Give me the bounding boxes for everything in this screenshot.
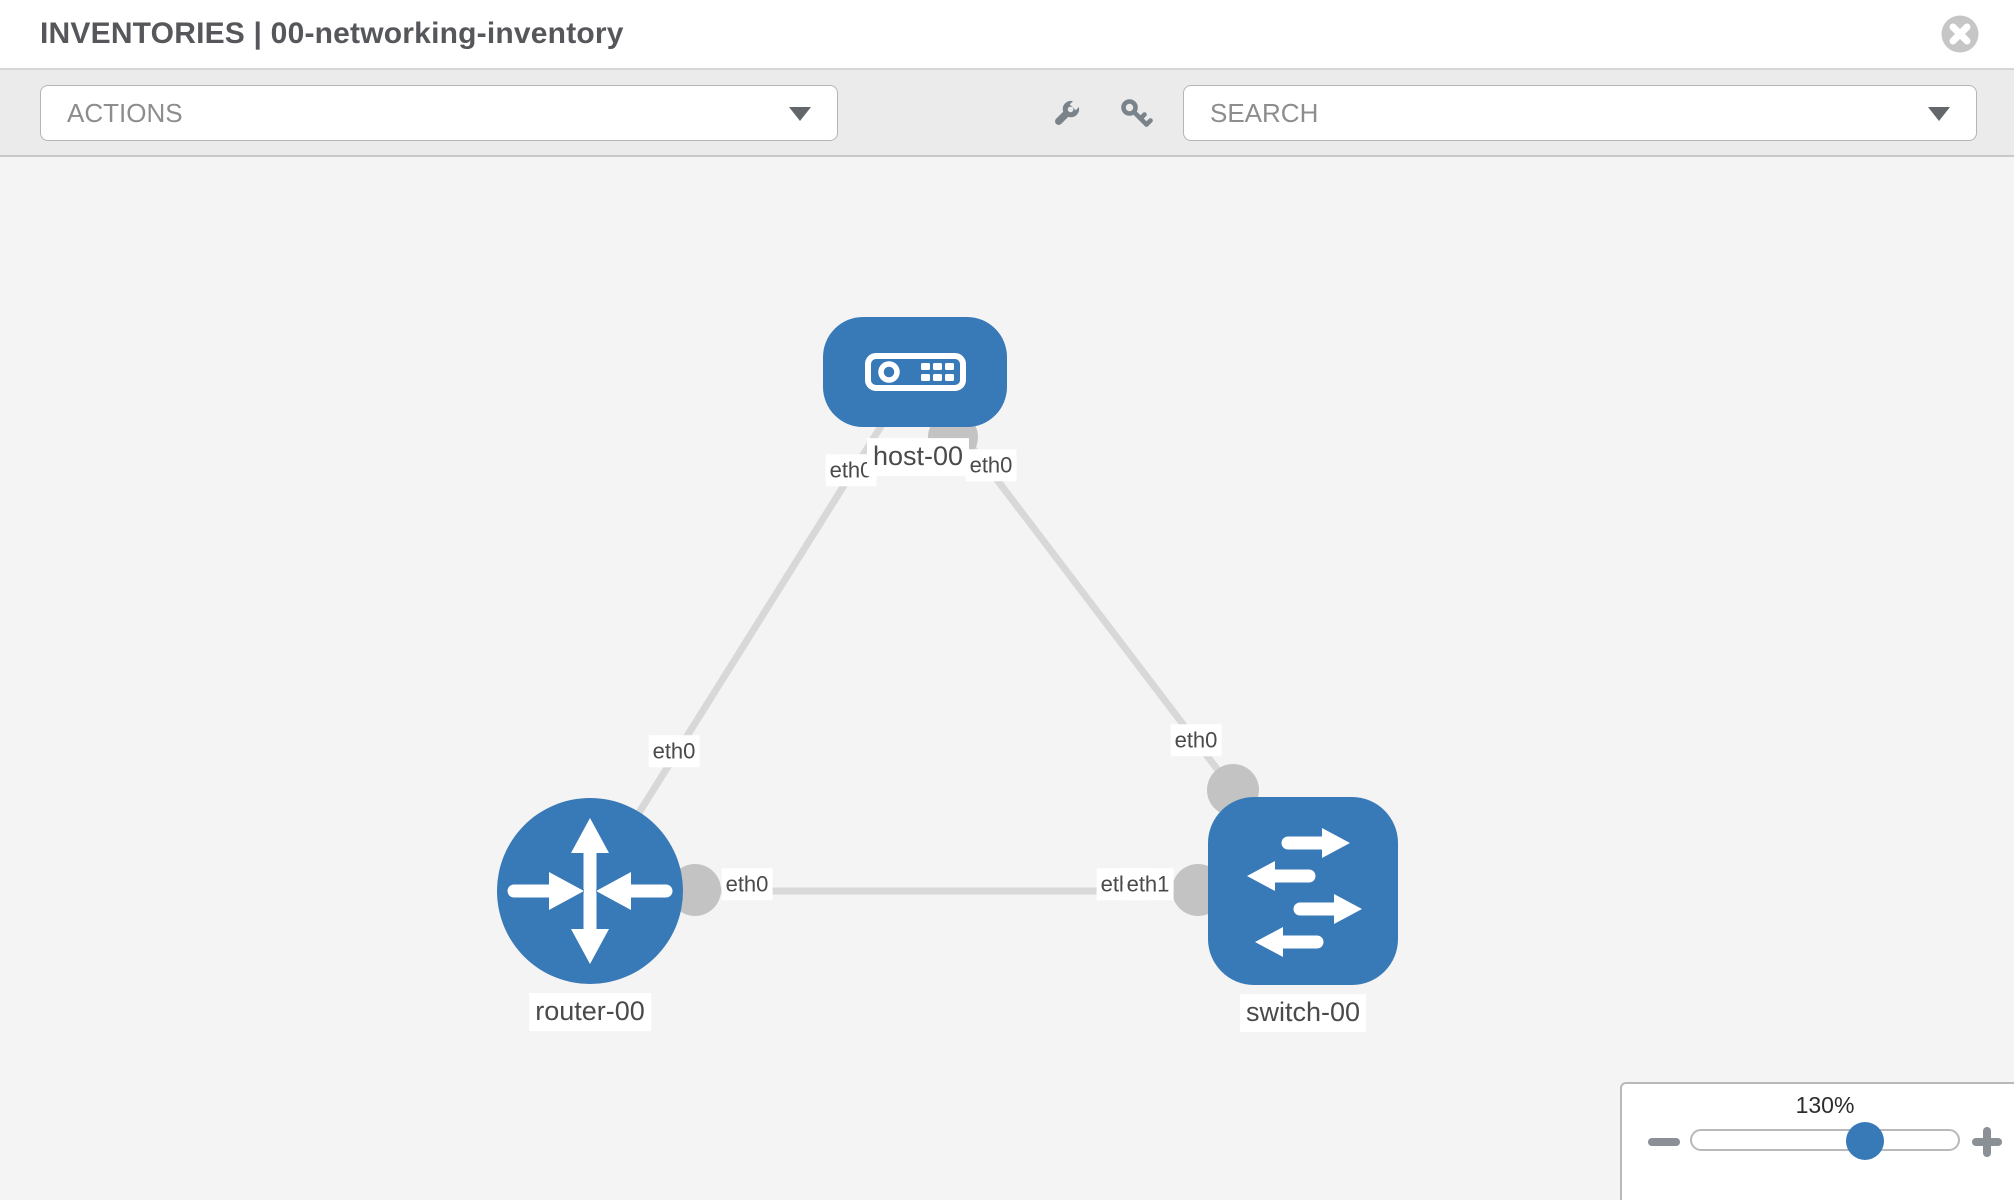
key-icon xyxy=(1121,99,1153,127)
chevron-down-icon xyxy=(1928,107,1950,121)
close-button[interactable] xyxy=(1940,14,1980,54)
host-icon xyxy=(865,353,966,391)
zoom-panel: 130% xyxy=(1620,1082,2014,1200)
interface-label-switch-left-eth1: eth1 xyxy=(1122,868,1174,900)
node-switch-00[interactable] xyxy=(1208,797,1398,985)
node-label-switch-00: switch-00 xyxy=(1239,994,1367,1032)
topology-canvas[interactable]: host-00 router-00 switch-00 eth0 eth0 et… xyxy=(0,157,2014,1200)
interface-label-switch-top: eth0 xyxy=(1170,724,1222,756)
header: INVENTORIES | 00-networking-inventory xyxy=(0,0,2014,70)
page-title: INVENTORIES | 00-networking-inventory xyxy=(40,17,624,50)
key-button[interactable] xyxy=(1118,96,1154,132)
close-icon xyxy=(1941,15,1979,53)
zoom-in-button[interactable] xyxy=(1971,1126,2003,1158)
node-label-router-00: router-00 xyxy=(529,993,651,1031)
wrench-icon xyxy=(1055,99,1081,125)
zoom-slider-thumb[interactable] xyxy=(1846,1122,1884,1160)
zoom-slider-track[interactable] xyxy=(1690,1129,1960,1151)
router-icon xyxy=(507,818,673,964)
configure-button[interactable] xyxy=(1048,96,1084,132)
node-host-00[interactable] xyxy=(823,317,1007,427)
search-dropdown[interactable]: SEARCH xyxy=(1183,85,1977,141)
interface-label-router-right: eth0 xyxy=(721,868,773,900)
node-router-00[interactable] xyxy=(497,798,683,984)
node-label-host-00: host-00 xyxy=(866,438,970,476)
zoom-out-button[interactable] xyxy=(1648,1138,1680,1146)
interface-label-host-right: eth0 xyxy=(965,449,1017,481)
interface-ports xyxy=(669,412,1259,916)
interface-label-router-top: eth0 xyxy=(648,735,700,767)
switch-icon xyxy=(1247,828,1362,957)
zoom-level-readout: 130% xyxy=(1795,1092,1855,1118)
chevron-down-icon xyxy=(789,107,811,121)
search-dropdown-label: SEARCH xyxy=(1210,97,1319,128)
actions-dropdown-label: ACTIONS xyxy=(67,97,183,128)
toolbar: ACTIONS xyxy=(0,70,2014,157)
actions-dropdown[interactable]: ACTIONS xyxy=(40,85,838,141)
